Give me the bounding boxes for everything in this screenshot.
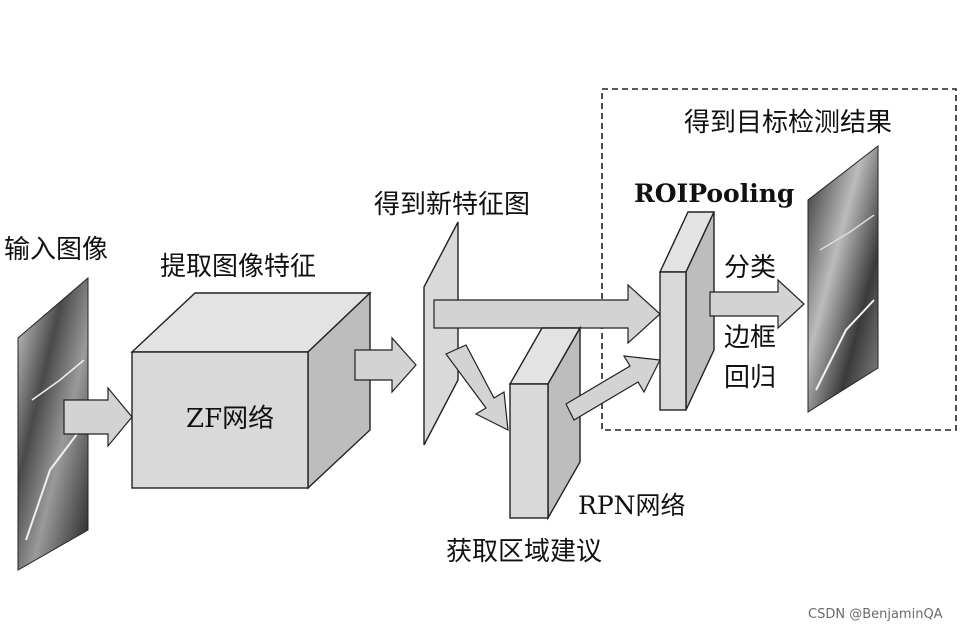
arrow-feature-map-to-rpn bbox=[445, 344, 509, 432]
rpn-block bbox=[508, 325, 582, 521]
label-bbox-regression-line1: 边框 bbox=[724, 323, 776, 353]
zf-network-cube bbox=[130, 291, 372, 490]
label-input-image: 输入图像 bbox=[4, 235, 108, 265]
detection-result-box bbox=[601, 88, 957, 431]
arrow-rpn-to-roi bbox=[565, 355, 661, 421]
arrow-feature-map-to-roi bbox=[433, 283, 661, 345]
label-region-proposals: 获取区域建议 bbox=[446, 537, 602, 567]
arrow-roi-to-output bbox=[709, 278, 805, 330]
label-detection-result: 得到目标检测结果 bbox=[684, 108, 892, 138]
input-image bbox=[17, 276, 89, 571]
label-new-feature-map: 得到新特征图 bbox=[374, 190, 530, 220]
output-image bbox=[807, 144, 879, 413]
arrow-zf-to-feature-map bbox=[354, 336, 417, 394]
label-rpn-network: RPN网络 bbox=[578, 491, 686, 520]
label-bbox-regression-line2: 回归 bbox=[724, 363, 776, 393]
arrow-input-to-zf bbox=[63, 386, 133, 448]
label-zf-network: ZF网络 bbox=[186, 404, 274, 434]
roi-pooling-block bbox=[658, 211, 716, 411]
watermark: CSDN @BenjaminQA bbox=[808, 607, 943, 622]
feature-map-plane bbox=[423, 221, 459, 446]
label-roi-pooling: ROIPooling bbox=[634, 179, 794, 208]
label-extract-features: 提取图像特征 bbox=[160, 252, 316, 282]
label-classification: 分类 bbox=[724, 253, 776, 283]
